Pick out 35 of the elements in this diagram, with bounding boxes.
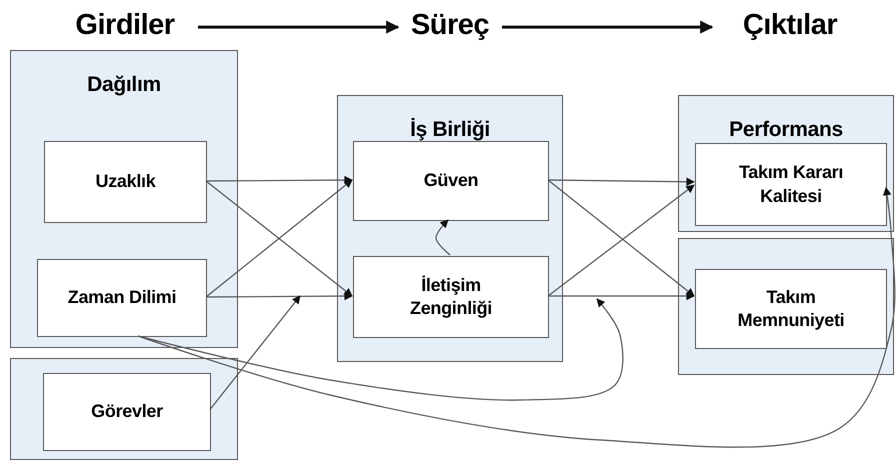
box-label: Görevler <box>90 400 164 424</box>
connector-arrow <box>435 219 450 256</box>
panel-box <box>10 358 238 460</box>
process-box <box>695 269 887 349</box>
connector-arrow <box>206 176 353 184</box>
process-box <box>695 143 887 226</box>
connector-arrow <box>548 292 695 300</box>
stage-heading: Girdiler <box>75 8 175 42</box>
connector-arrow <box>138 186 896 448</box>
process-box <box>353 256 549 338</box>
connector-arrow <box>138 298 624 401</box>
stage-heading: Çıktılar <box>742 8 838 42</box>
flow-arrow <box>198 20 400 34</box>
connector-arrow <box>206 292 353 300</box>
connector-arrow <box>548 178 695 186</box>
panel-box <box>678 238 894 375</box>
stage-heading: Süreç <box>410 8 490 42</box>
group-panel <box>10 50 238 348</box>
connector-arrow <box>210 295 301 410</box>
group-panel <box>337 95 563 362</box>
box-label: Güven <box>422 169 480 192</box>
group-heading: Dağılım <box>86 73 162 97</box>
box-label: İletişim Zenginliği <box>409 274 493 320</box>
process-box <box>353 141 549 221</box>
process-box <box>37 259 207 337</box>
group-heading: İş Birliği <box>409 118 491 142</box>
box-label: Uzaklık <box>94 170 157 194</box>
box-label: Takım Memnuniyeti <box>736 286 846 332</box>
box-label: Zaman Dilimi <box>66 286 178 310</box>
process-box <box>44 141 207 223</box>
box-label: Takım Kararı Kalitesi <box>738 161 844 208</box>
process-box <box>43 373 211 451</box>
group-heading: Performans <box>728 118 844 142</box>
group-panel <box>678 95 894 232</box>
flow-arrow <box>502 20 714 34</box>
